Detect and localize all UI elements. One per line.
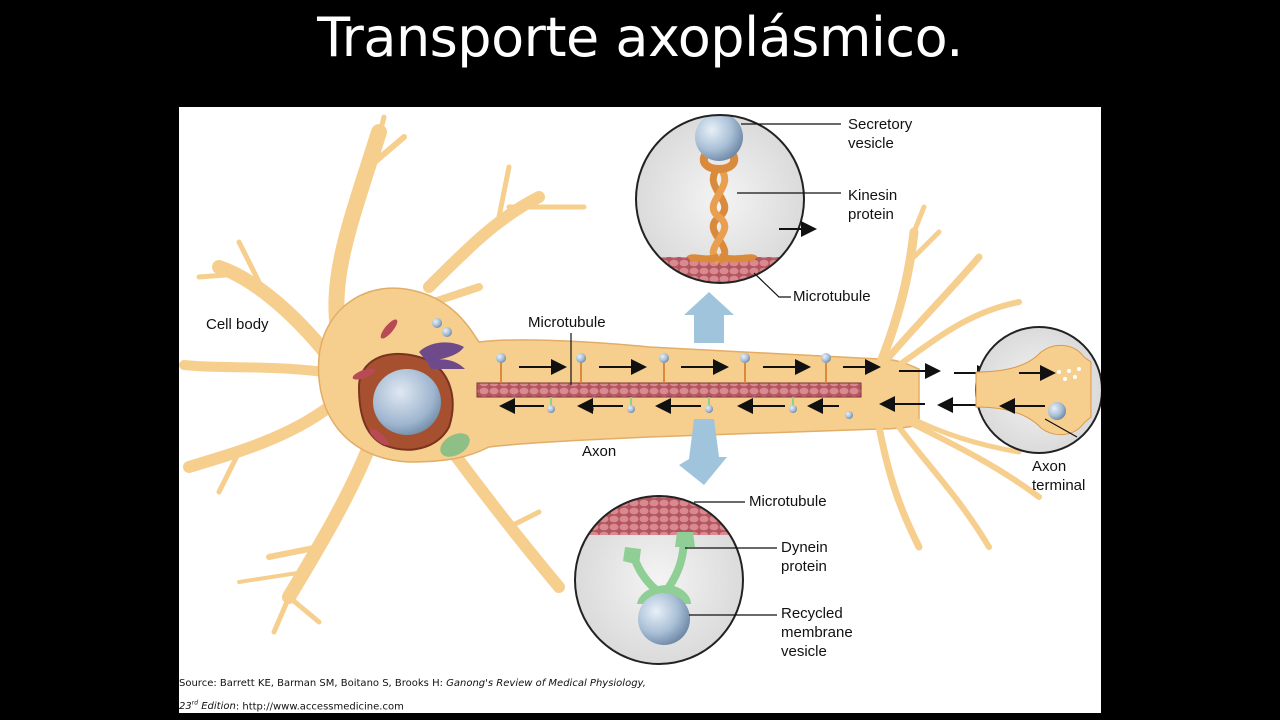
anterograde-arrows bbox=[519, 359, 993, 381]
label-dynein-line1: Dynein bbox=[781, 539, 828, 556]
source-book-title: Ganong's Review of Medical Physiology, bbox=[446, 678, 646, 689]
label-kinesin-line2: protein bbox=[848, 206, 894, 223]
retrograde-arrows bbox=[499, 396, 985, 414]
cell-body-shape bbox=[317, 287, 920, 463]
label-microtubule-top: Microtubule bbox=[793, 288, 871, 305]
label-axon-terminal-line1: Axon bbox=[1032, 458, 1067, 475]
nucleus bbox=[373, 369, 441, 435]
vesicle-green bbox=[440, 433, 470, 457]
label-kinesin-line1: Kinesin bbox=[848, 187, 898, 204]
source-url: : http://www.accessmedicine.com bbox=[235, 701, 404, 713]
neuron-diagram: Cell body Microtubule Axon Axon terminal… bbox=[179, 107, 1101, 713]
kinesin-inset bbox=[635, 114, 817, 284]
up-callout-arrow bbox=[684, 292, 734, 343]
label-microtubule-bottom: Microtubule bbox=[749, 493, 827, 510]
dendrites bbox=[179, 114, 587, 635]
label-recycled-line3: vesicle bbox=[781, 643, 827, 660]
label-axon-terminal-line2: terminal bbox=[1032, 477, 1086, 494]
golgi bbox=[419, 342, 464, 362]
label-dynein-line2: protein bbox=[781, 558, 827, 575]
slide-title: Transporte axoplásmico. bbox=[317, 6, 963, 69]
mitochondrion bbox=[380, 319, 398, 339]
axon-terminal-branches bbox=[874, 204, 1042, 551]
axon-microtubule bbox=[476, 382, 862, 398]
label-recycled-line1: Recycled bbox=[781, 605, 843, 622]
mitochondrion bbox=[369, 428, 389, 446]
label-secretory-line2: vesicle bbox=[848, 135, 894, 152]
source-citation-line2: 23rd Edition: http://www.accessmedicine.… bbox=[179, 700, 404, 712]
label-cell-body: Cell body bbox=[206, 316, 269, 333]
axon-terminal-inset bbox=[975, 326, 1101, 454]
source-edition-suffix: rd bbox=[191, 700, 199, 707]
leader-lines bbox=[685, 123, 1078, 616]
label-microtubule-main: Microtubule bbox=[528, 314, 606, 331]
dynein-inset bbox=[574, 495, 744, 665]
label-recycled-line2: membrane bbox=[781, 624, 853, 641]
down-callout-arrow bbox=[679, 419, 727, 485]
source-citation-line1: Source: Barrett KE, Barman SM, Boitano S… bbox=[179, 678, 646, 689]
mitochondrion bbox=[352, 368, 376, 380]
label-axon: Axon bbox=[582, 443, 617, 460]
source-edition-word: Edition bbox=[201, 701, 236, 713]
label-secretory-line1: Secretory bbox=[848, 116, 913, 133]
nucleus-group bbox=[352, 318, 470, 457]
golgi bbox=[427, 359, 465, 369]
neuron-illustration bbox=[179, 114, 1101, 665]
source-authors: Source: Barrett KE, Barman SM, Boitano S… bbox=[179, 678, 447, 689]
source-edition-number: 23 bbox=[179, 701, 192, 713]
anterograde-vesicles bbox=[496, 353, 831, 383]
